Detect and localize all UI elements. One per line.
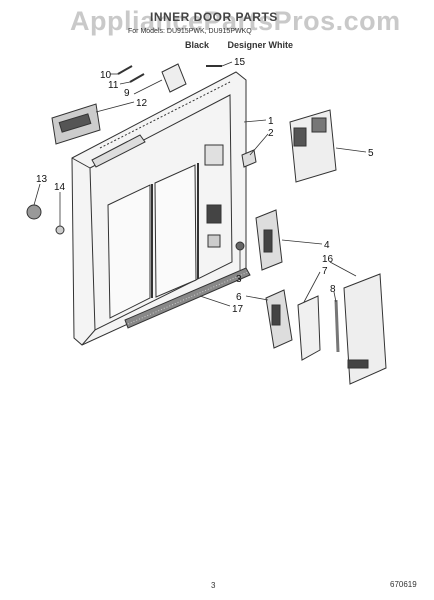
clip-part-2 bbox=[241, 149, 257, 168]
latch-assembly bbox=[255, 209, 283, 271]
callout-16: 16 bbox=[322, 254, 334, 265]
knob-13 bbox=[26, 204, 42, 220]
washer-14 bbox=[55, 225, 65, 235]
watermark: AppliancePartsPros.com bbox=[70, 6, 401, 36]
screw-10 bbox=[117, 65, 133, 75]
callout-17: 17 bbox=[232, 304, 244, 315]
callout-13: 13 bbox=[36, 174, 48, 185]
handle-part bbox=[51, 103, 101, 145]
hinge-bracket bbox=[265, 289, 293, 349]
callout-12: 12 bbox=[136, 98, 148, 109]
callout-7: 7 bbox=[322, 266, 328, 277]
callout-11: 11 bbox=[108, 80, 119, 91]
part-3-bumper bbox=[235, 241, 245, 251]
variant-black: Black bbox=[185, 40, 210, 50]
page-number: 3 bbox=[211, 581, 216, 590]
callout-10: 10 bbox=[100, 70, 112, 81]
bottom-vent-strip bbox=[124, 267, 251, 329]
callout-4: 4 bbox=[324, 240, 330, 251]
diagram-code: 670619 bbox=[390, 580, 417, 589]
screw-11 bbox=[129, 73, 145, 83]
leader-lines bbox=[33, 61, 367, 307]
callout-8: 8 bbox=[330, 284, 336, 295]
color-variants: Black Designer White bbox=[185, 40, 293, 50]
model-numbers: For Models: DU915PWK, DU915PWKQ bbox=[128, 28, 252, 35]
callout-15: 15 bbox=[234, 57, 246, 68]
rail-8 bbox=[334, 299, 340, 353]
side-panel-16 bbox=[343, 273, 387, 385]
variant-designer-white: Designer White bbox=[227, 40, 294, 50]
callout-2: 2 bbox=[268, 128, 274, 139]
diagram-title: INNER DOOR PARTS bbox=[150, 10, 278, 24]
callout-6: 6 bbox=[236, 292, 242, 303]
inner-door-panel bbox=[71, 71, 247, 346]
callout-14: 14 bbox=[54, 182, 66, 193]
callout-9: 9 bbox=[124, 88, 130, 99]
latch-cover bbox=[161, 63, 187, 93]
detergent-module bbox=[289, 109, 337, 183]
callout-3: 3 bbox=[236, 274, 242, 285]
callout-5: 5 bbox=[368, 148, 374, 159]
side-bracket-7 bbox=[297, 295, 321, 361]
callout-1: 1 bbox=[268, 116, 274, 127]
